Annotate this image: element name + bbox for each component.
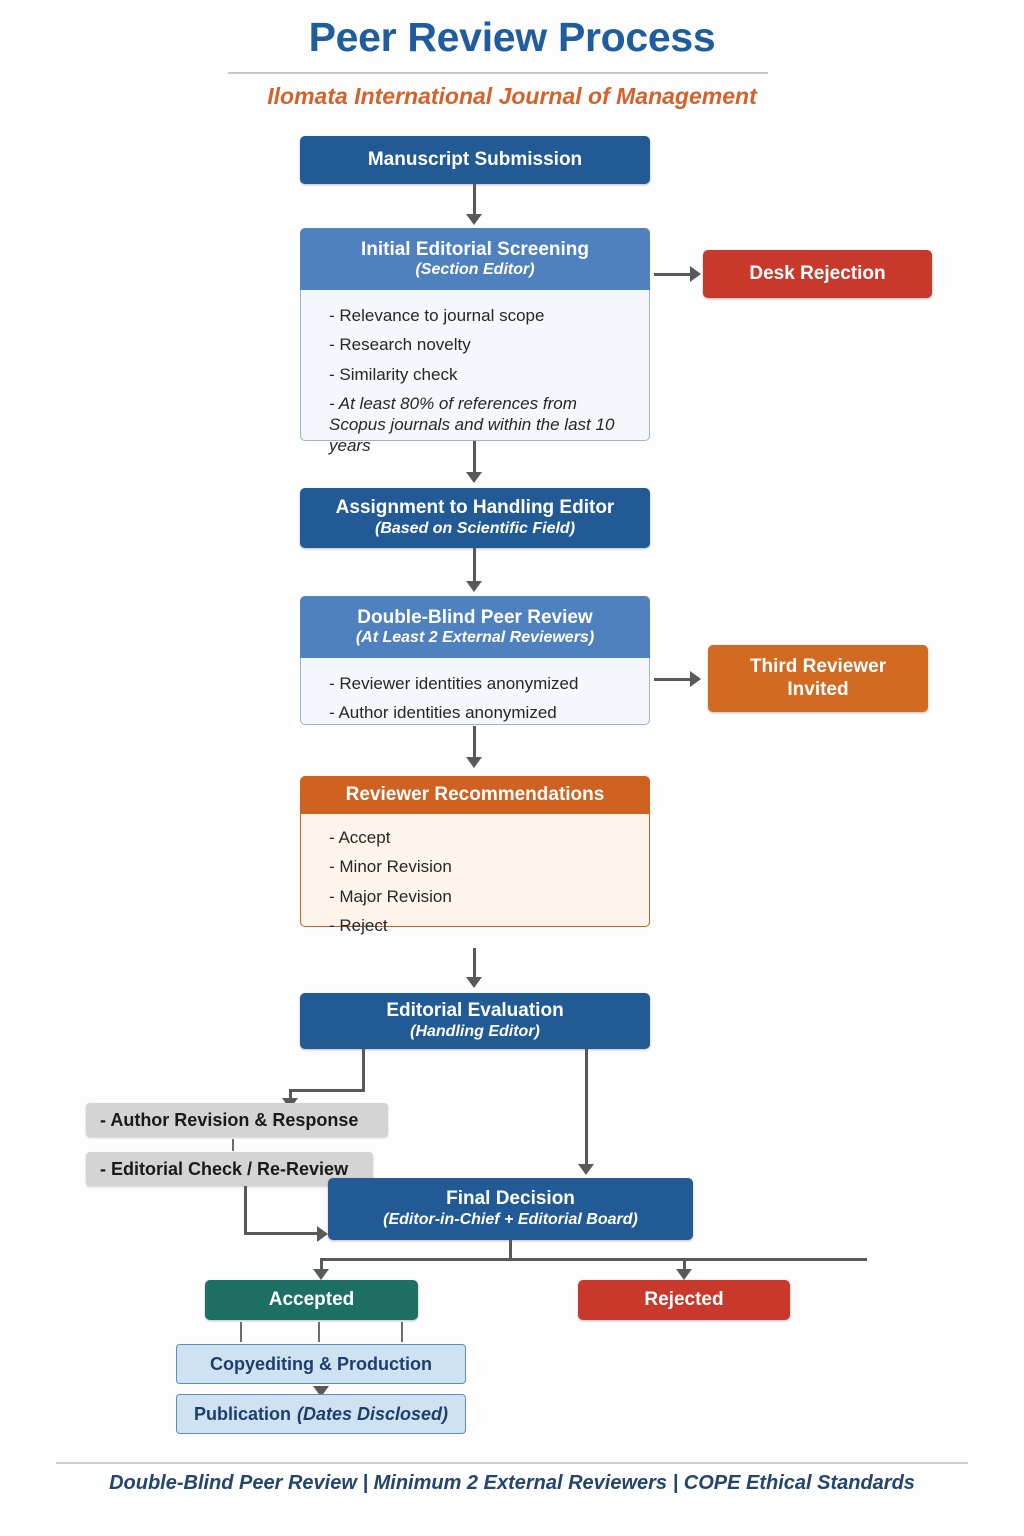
node-double-blind-peer-review[interactable]: Double-Blind Peer Review (At Least 2 Ext… <box>300 596 650 725</box>
connector-submission-to-screening <box>473 184 476 216</box>
page-title: Peer Review Process <box>308 14 716 60</box>
card-header: Initial Editorial Screening (Section Edi… <box>300 228 650 290</box>
connector-revision-to-check <box>232 1139 234 1151</box>
connector-final-decision-split <box>320 1258 867 1261</box>
connector-check-elbow-horizontal <box>244 1232 320 1235</box>
arrowhead-right <box>690 671 701 687</box>
footer-divider <box>56 1462 968 1464</box>
connector-check-elbow-vertical <box>244 1186 247 1235</box>
node-title-line1: Third Reviewer <box>749 656 887 678</box>
arrowhead-down <box>313 1269 329 1280</box>
node-subtitle: (At Least 2 External Reviewers) <box>355 628 595 646</box>
list-item: - Accept <box>329 828 391 847</box>
title-divider <box>228 72 768 74</box>
arrowhead-right <box>317 1226 328 1242</box>
list-item: - Relevance to journal scope <box>329 306 545 325</box>
connector-accepted-tick-right <box>401 1322 403 1342</box>
connector-final-decision-stem <box>509 1240 512 1261</box>
card-header: Reviewer Recommendations <box>300 776 650 814</box>
connector-evaluation-elbow-vertical <box>362 1049 365 1092</box>
arrowhead-down <box>466 214 482 225</box>
connector-evaluation-to-final-decision <box>585 1049 588 1167</box>
node-subtitle: (Section Editor) <box>415 260 535 278</box>
connector-evaluation-down-left <box>289 1089 292 1101</box>
arrowhead-down <box>466 581 482 592</box>
connector-review-to-recommendations <box>473 726 476 760</box>
connector-screening-to-desk-rejection <box>654 273 692 276</box>
card-body: - Reviewer identities anonymized - Autho… <box>300 658 650 725</box>
node-editorial-check-rereview[interactable]: - Editorial Check / Re-Review <box>86 1152 373 1186</box>
arrowhead-down <box>466 472 482 483</box>
node-title: Rejected <box>644 1288 724 1310</box>
connector-accepted-tick-left <box>240 1322 242 1342</box>
node-initial-editorial-screening[interactable]: Initial Editorial Screening (Section Edi… <box>300 228 650 455</box>
footer-text: Double-Blind Peer Review | Minimum 2 Ext… <box>109 1472 915 1494</box>
node-title: Final Decision <box>446 1187 575 1209</box>
node-title: Reviewer Recommendations <box>345 784 605 806</box>
list-item: - Similarity check <box>329 364 458 384</box>
arrowhead-down <box>313 1386 329 1397</box>
card-body: - Accept - Minor Revision - Major Revisi… <box>300 814 650 935</box>
list-item: - Author identities anonymized <box>329 703 557 723</box>
node-title: Desk Rejection <box>749 262 886 284</box>
list-item: - Major Revision <box>329 886 452 906</box>
node-subtitle: (Editor-in-Chief + Editorial Board) <box>383 1211 638 1229</box>
list-item: - Reject <box>329 915 388 935</box>
node-title: Copyediting & Production <box>210 1353 432 1374</box>
node-title: Initial Editorial Screening <box>360 238 590 260</box>
node-editorial-evaluation[interactable]: Editorial Evaluation (Handling Editor) <box>300 993 650 1049</box>
arrowhead-down <box>676 1269 692 1280</box>
connector-to-accepted <box>320 1258 323 1272</box>
node-title: Manuscript Submission <box>367 148 583 170</box>
connector-accepted-tick-mid <box>318 1322 320 1342</box>
list-item: - Research novelty <box>329 335 471 355</box>
connector-evaluation-elbow-horizontal <box>289 1089 365 1092</box>
node-subtitle: (Based on Scientific Field) <box>374 520 576 538</box>
arrowhead-down <box>466 977 482 988</box>
node-note: (Dates Disclosed) <box>296 1403 449 1424</box>
arrowhead-down <box>466 757 482 768</box>
connector-screening-to-assignment <box>473 441 476 475</box>
node-subtitle: (Handling Editor) <box>410 1023 540 1041</box>
arrowhead-right <box>690 266 701 282</box>
node-title-line2: Invited <box>787 678 849 700</box>
page-subtitle: Ilomata International Journal of Managem… <box>267 83 757 109</box>
node-title: Publication <box>193 1403 291 1424</box>
connector-recommendations-to-evaluation <box>473 948 476 980</box>
connector-review-to-third-reviewer <box>654 678 692 681</box>
list-item: - Reviewer identities anonymized <box>329 674 579 693</box>
node-title: Accepted <box>268 1288 355 1310</box>
list-item: - At least 80% of references from Scopus… <box>329 393 615 456</box>
node-title: Assignment to Handling Editor <box>335 496 615 518</box>
connector-to-rejected <box>683 1258 686 1272</box>
node-manuscript-submission[interactable]: Manuscript Submission <box>300 136 650 184</box>
node-author-revision-response[interactable]: - Author Revision & Response <box>86 1103 388 1137</box>
node-rejected[interactable]: Rejected <box>578 1280 790 1320</box>
node-third-reviewer-invited[interactable]: Third Reviewer Invited <box>708 645 928 712</box>
arrowhead-down <box>578 1164 594 1175</box>
node-publication[interactable]: Publication (Dates Disclosed) <box>176 1394 466 1434</box>
node-title: Double-Blind Peer Review <box>357 606 593 628</box>
list-item: - Minor Revision <box>329 857 452 877</box>
node-accepted[interactable]: Accepted <box>205 1280 418 1320</box>
node-final-decision[interactable]: Final Decision (Editor-in-Chief + Editor… <box>328 1178 693 1240</box>
node-title: Editorial Evaluation <box>386 999 564 1021</box>
node-assignment-handling-editor[interactable]: Assignment to Handling Editor (Based on … <box>300 488 650 548</box>
card-header: Double-Blind Peer Review (At Least 2 Ext… <box>300 596 650 658</box>
node-reviewer-recommendations[interactable]: Reviewer Recommendations - Accept - Mino… <box>300 776 650 935</box>
card-body: - Relevance to journal scope - Research … <box>300 290 650 455</box>
node-desk-rejection[interactable]: Desk Rejection <box>703 250 932 298</box>
connector-assignment-to-review <box>473 548 476 584</box>
node-copyediting-production[interactable]: Copyediting & Production <box>176 1344 466 1384</box>
